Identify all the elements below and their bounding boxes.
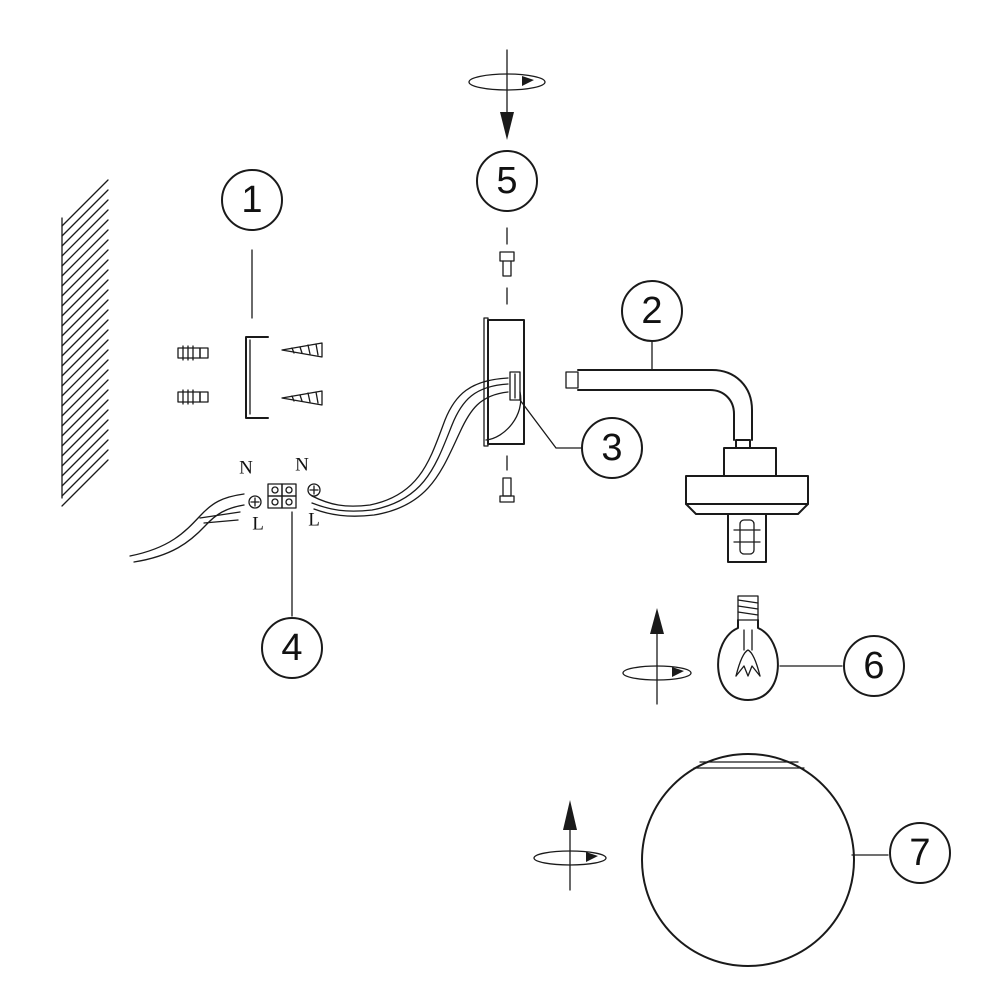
internal-wires — [311, 377, 522, 517]
hatch-line — [61, 309, 109, 357]
hatch-line — [61, 189, 109, 237]
callout-3: 3 — [581, 417, 643, 479]
hatch-line — [61, 279, 109, 327]
hatch-line — [61, 369, 109, 417]
callout-5-number: 5 — [496, 160, 517, 202]
hatch-line — [61, 329, 109, 377]
wall-plug-top — [177, 345, 209, 361]
callout-2: 2 — [621, 280, 683, 342]
wire-label-left-top: N — [239, 458, 253, 479]
callout-1-number: 1 — [241, 179, 262, 221]
lamp-holder — [685, 439, 809, 563]
callout-7-number: 7 — [909, 832, 930, 874]
wood-screw-top — [281, 342, 323, 358]
wire-label-right-top: N — [295, 455, 309, 476]
callout-3-leader — [519, 399, 583, 449]
hatch-line — [61, 299, 109, 347]
mounting-bracket-kit — [177, 249, 323, 419]
callout-5: 5 — [476, 150, 538, 212]
hatch-line — [61, 429, 109, 477]
wire-labels: N L N L — [239, 455, 320, 535]
glass-globe — [533, 753, 889, 967]
hatch-line — [61, 199, 109, 247]
terminal-block — [248, 483, 321, 617]
hatch-line — [61, 409, 109, 457]
wall-hatching — [61, 179, 109, 507]
hatch-line — [61, 179, 109, 227]
top-screw-assembly — [468, 49, 546, 305]
bottom-screw — [499, 455, 515, 503]
callout-6: 6 — [843, 635, 905, 697]
wire-label-right-bottom: L — [308, 510, 320, 531]
hatch-line — [61, 389, 109, 437]
callout-4-number: 4 — [281, 627, 302, 669]
hatch-line — [61, 349, 109, 397]
hatch-line — [61, 379, 109, 427]
hatch-line — [61, 419, 109, 467]
hatch-line — [61, 259, 109, 307]
callout-7: 7 — [889, 822, 951, 884]
callout-6-number: 6 — [863, 645, 884, 687]
hatch-line — [61, 289, 109, 337]
hatch-line — [61, 399, 109, 447]
canopy-plate — [483, 317, 525, 447]
callout-2-number: 2 — [641, 290, 662, 332]
hatch-line — [61, 359, 109, 407]
callout-4: 4 — [261, 617, 323, 679]
hatch-line — [61, 209, 109, 257]
hatch-line — [61, 239, 109, 287]
hatch-line — [61, 319, 109, 367]
hatch-line — [61, 449, 109, 497]
hatch-line — [61, 249, 109, 297]
hatch-line — [61, 219, 109, 267]
hatch-line — [61, 339, 109, 387]
light-bulb — [622, 595, 843, 705]
wall-plug-bottom — [177, 389, 209, 405]
mains-cable — [129, 493, 245, 563]
callout-1: 1 — [221, 169, 283, 231]
hatch-line — [61, 459, 109, 507]
wire-label-left-bottom: L — [252, 514, 264, 535]
hatch-line — [61, 229, 109, 277]
wood-screw-bottom — [281, 390, 323, 406]
hatch-line — [61, 269, 109, 317]
lamp-arm — [565, 339, 753, 441]
callout-3-number: 3 — [601, 427, 622, 469]
hatch-line — [61, 439, 109, 487]
